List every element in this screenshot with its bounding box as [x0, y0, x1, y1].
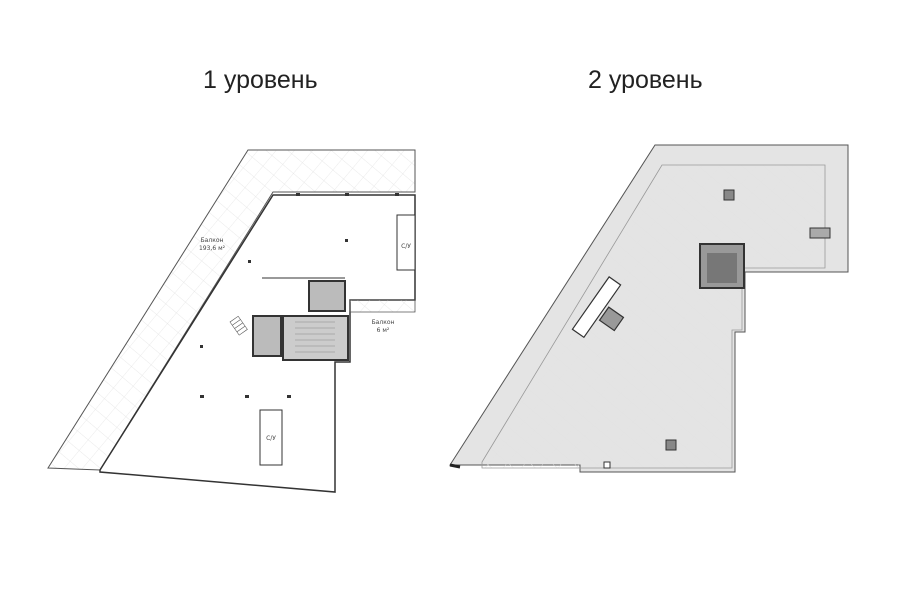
level-2-roof-terrace: [481, 164, 826, 469]
balcony-small-name: Балкон: [372, 319, 395, 326]
balcony-large-name: Балкон: [201, 237, 224, 244]
staircase-level-2: [571, 276, 625, 339]
balcony-small-area: 6 м²: [377, 327, 390, 334]
elevator-core-2: [252, 315, 282, 357]
stairs-icon: [229, 315, 248, 336]
elevator-core: [308, 280, 346, 312]
level-2-plan: [449, 144, 849, 473]
balcony-large-area: 193,6 м²: [199, 245, 226, 252]
level-1-plan: Балкон 193,6 м² Балкон 6 м² С/У С/У: [47, 149, 416, 493]
bathroom-top: [396, 214, 416, 271]
vent-icon: [665, 439, 677, 451]
balcony-small: [349, 299, 416, 313]
level-1-title: 1 уровень: [203, 66, 318, 94]
level-2-title: 2 уровень: [588, 66, 703, 94]
bathroom-bottom: [259, 409, 283, 466]
bathroom-bottom-label: С/У: [266, 435, 276, 442]
bathroom-top-label: С/У: [401, 243, 411, 250]
vent-icon: [723, 189, 735, 201]
vent-icon: [809, 227, 831, 239]
staircase: [282, 315, 349, 361]
